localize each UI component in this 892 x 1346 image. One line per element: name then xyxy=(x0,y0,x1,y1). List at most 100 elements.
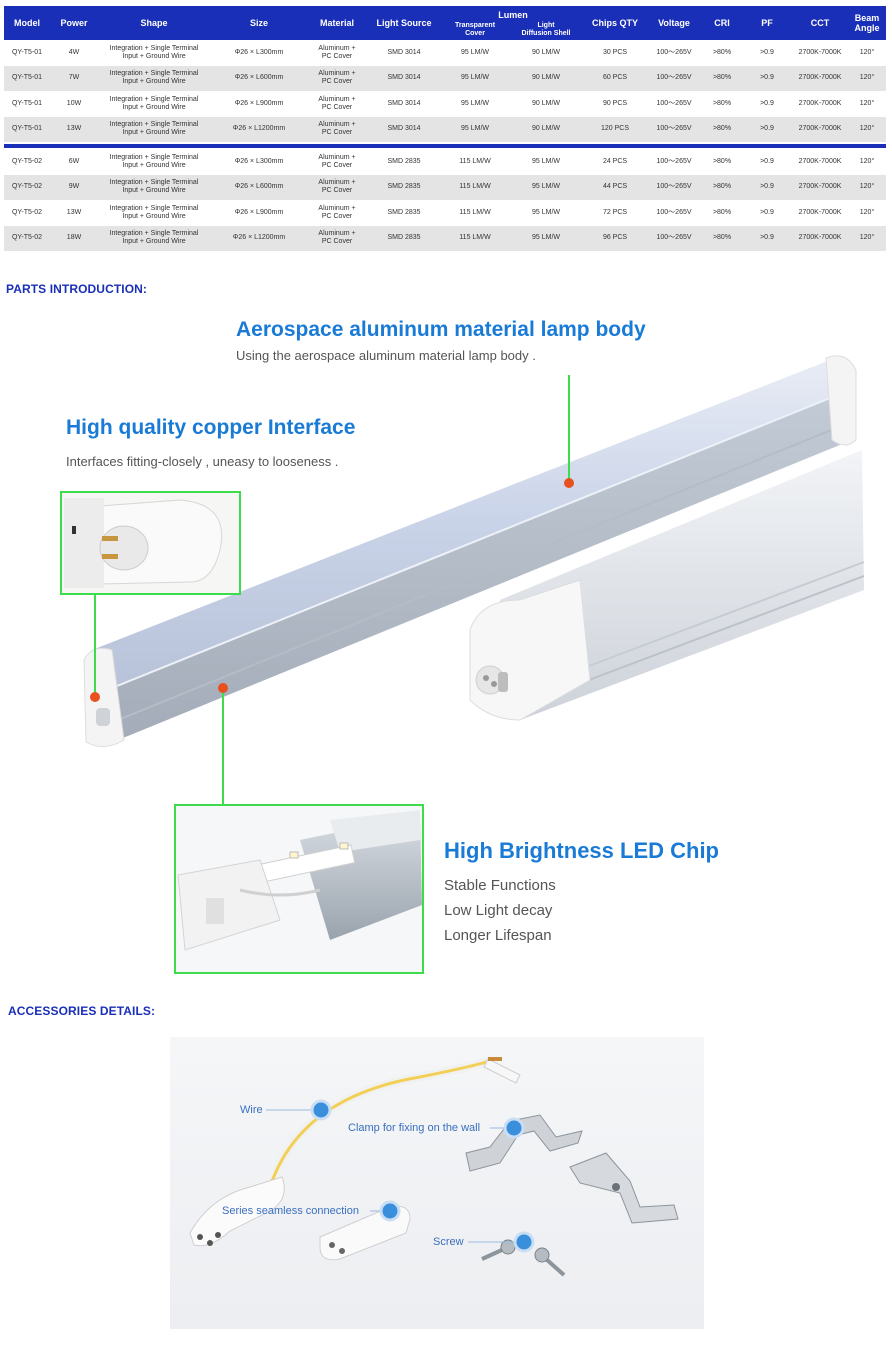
cell-pf: >0.9 xyxy=(742,174,793,200)
cell-power: 13W xyxy=(50,116,98,142)
led-chip-title: High Brightness LED Chip xyxy=(444,838,719,863)
cell-power: 6W xyxy=(50,149,98,175)
cell-cct: 2700K-7000K xyxy=(792,200,849,226)
cell-chips: 60 PCS xyxy=(584,65,647,91)
cell-size: Φ26 × L600mm xyxy=(210,65,308,91)
cell-lm-d: 90 LM/W xyxy=(508,65,585,91)
cell-chips: 24 PCS xyxy=(584,149,647,175)
accessories-illustration xyxy=(189,1056,679,1277)
led-chip-inset xyxy=(174,804,424,974)
cell-chips: 96 PCS xyxy=(584,225,647,251)
cell-model: QY-T5-01 xyxy=(4,40,50,66)
cell-source: SMD 2835 xyxy=(366,200,442,226)
copper-interface-title: High quality copper Interface xyxy=(66,416,356,439)
header-power: Power xyxy=(50,6,98,40)
accessory-label-series: Series seamless connection xyxy=(222,1205,359,1217)
cell-cct: 2700K-7000K xyxy=(792,40,849,66)
cell-size: Φ26 × L600mm xyxy=(210,174,308,200)
cell-cct: 2700K-7000K xyxy=(792,116,849,142)
cell-mat: Aluminum +PC Cover xyxy=(308,174,366,200)
cell-beam: 120° xyxy=(848,225,887,251)
second-tube-image xyxy=(469,450,865,721)
cell-lm-t: 95 LM/W xyxy=(442,116,508,142)
cell-beam: 120° xyxy=(848,65,887,91)
cell-mat: Aluminum +PC Cover xyxy=(308,149,366,175)
aluminum-body-subtitle: Using the aerospace aluminum material la… xyxy=(236,348,536,363)
copper-interface-inset xyxy=(60,491,241,595)
cell-size: Φ26 × L1200mm xyxy=(210,116,308,142)
cell-power: 10W xyxy=(50,91,98,117)
cell-model: QY-T5-01 xyxy=(4,91,50,117)
cell-model: QY-T5-02 xyxy=(4,225,50,251)
cell-pf: >0.9 xyxy=(742,149,793,175)
cell-model: QY-T5-02 xyxy=(4,149,50,175)
cell-cri: >80% xyxy=(702,40,743,66)
cell-voltage: 100～265V xyxy=(646,200,703,226)
header-model: Model xyxy=(4,6,50,40)
cell-chips: 72 PCS xyxy=(584,200,647,226)
accessory-markers xyxy=(266,1099,535,1253)
screw-image xyxy=(481,1239,566,1277)
cell-cri: >80% xyxy=(702,225,743,251)
cell-pf: >0.9 xyxy=(742,225,793,251)
cell-chips: 30 PCS xyxy=(584,40,647,66)
accessory-label-wire: Wire xyxy=(240,1104,263,1116)
cell-source: SMD 3014 xyxy=(366,116,442,142)
main-tube-image xyxy=(83,355,857,747)
cell-beam: 120° xyxy=(848,91,887,117)
cell-lm-t: 95 LM/W xyxy=(442,91,508,117)
clamp-image xyxy=(465,1114,679,1224)
cell-lm-t: 115 LM/W xyxy=(442,149,508,175)
cell-voltage: 100～265V xyxy=(646,174,703,200)
cell-pf: >0.9 xyxy=(742,65,793,91)
cell-lm-d: 95 LM/W xyxy=(508,149,585,175)
cell-model: QY-T5-02 xyxy=(4,174,50,200)
cell-voltage: 100～265V xyxy=(646,91,703,117)
cell-power: 9W xyxy=(50,174,98,200)
cell-mat: Aluminum +PC Cover xyxy=(308,200,366,226)
cell-lm-t: 95 LM/W xyxy=(442,40,508,66)
cell-mat: Aluminum +PC Cover xyxy=(308,225,366,251)
callout-markers xyxy=(90,375,574,805)
cell-chips: 90 PCS xyxy=(584,91,647,117)
cell-pf: >0.9 xyxy=(742,91,793,117)
cell-lm-t: 115 LM/W xyxy=(442,174,508,200)
cell-cct: 2700K-7000K xyxy=(792,149,849,175)
led-point-3: Longer Lifespan xyxy=(444,927,552,944)
cell-cri: >80% xyxy=(702,149,743,175)
parts-section-title: PARTS INTRODUCTION: xyxy=(6,282,148,296)
cell-lm-d: 90 LM/W xyxy=(508,91,585,117)
cell-cri: >80% xyxy=(702,174,743,200)
accessory-label-screw: Screw xyxy=(433,1236,464,1248)
header-beam-angle: Beam Angle xyxy=(848,6,887,40)
cell-lm-d: 90 LM/W xyxy=(508,116,585,142)
header-material: Material xyxy=(308,6,366,40)
header-size: Size xyxy=(210,6,308,40)
cell-lm-d: 90 LM/W xyxy=(508,40,585,66)
cell-size: Φ26 × L300mm xyxy=(210,149,308,175)
cell-voltage: 100～265V xyxy=(646,225,703,251)
cell-lm-t: 115 LM/W xyxy=(442,225,508,251)
separator-bar xyxy=(4,142,887,149)
cell-mat: Aluminum +PC Cover xyxy=(308,116,366,142)
accessory-label-clamp: Clamp for fixing on the wall xyxy=(348,1122,481,1134)
cell-size: Φ26 × L1200mm xyxy=(210,225,308,251)
cell-size: Φ26 × L900mm xyxy=(210,200,308,226)
cell-pf: >0.9 xyxy=(742,40,793,66)
group-separator xyxy=(4,142,887,149)
header-lumen: Lumen xyxy=(442,6,585,20)
cell-source: SMD 3014 xyxy=(366,40,442,66)
cell-voltage: 100～265V xyxy=(646,65,703,91)
cell-source: SMD 3014 xyxy=(366,91,442,117)
